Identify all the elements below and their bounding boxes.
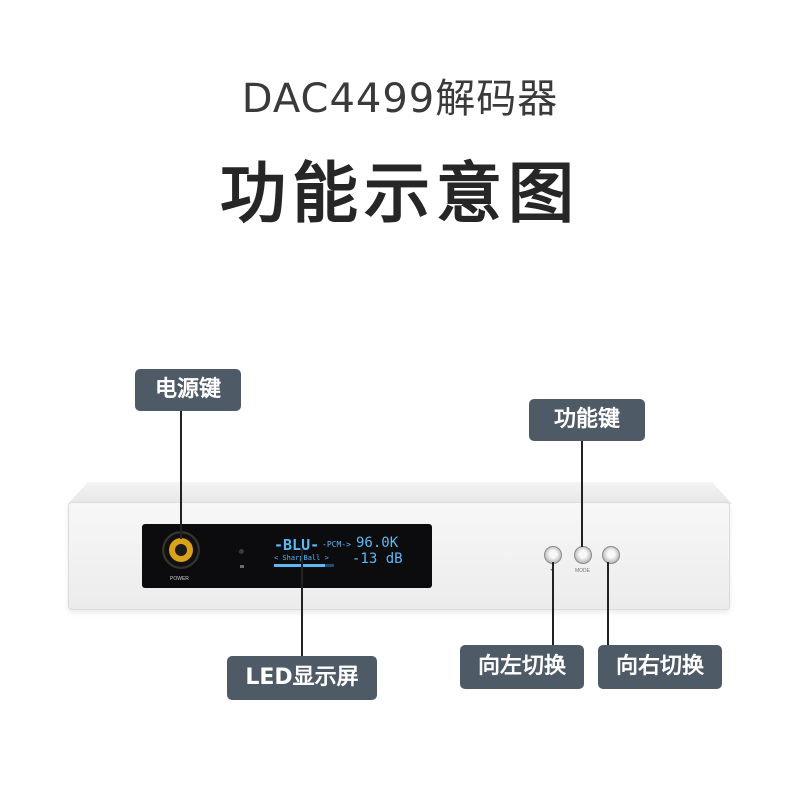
- page-title: 功能示意图: [220, 155, 580, 232]
- callout-function: 功能键: [529, 399, 645, 441]
- led-leader-line: [301, 548, 303, 656]
- mode-button[interactable]: [574, 546, 592, 564]
- power-label: POWER: [170, 576, 189, 582]
- product-subtitle: DAC4499解码器: [241, 76, 559, 122]
- callout-power: 电源键: [135, 369, 241, 411]
- chassis-top: [68, 482, 732, 504]
- left-leader-line: [552, 562, 554, 645]
- function-leader-line: [581, 441, 583, 547]
- indicator-icon: [240, 565, 244, 568]
- lcd-volume-bar: [274, 564, 334, 567]
- power-icon: [175, 544, 187, 556]
- lcd-format: -PCM->: [322, 540, 351, 549]
- lcd-volume-bar-fill: [274, 564, 325, 567]
- ir-receiver-icon: [239, 549, 244, 554]
- power-leader-line: [180, 411, 182, 539]
- callout-left: 向左切换: [460, 645, 584, 689]
- lcd-input-source: -BLU-: [274, 536, 320, 554]
- mode-caption: MODE: [575, 568, 590, 574]
- callout-right: 向右切换: [598, 645, 722, 689]
- callout-led: LED显示屏: [227, 656, 377, 700]
- left-arrow-icon: ◂: [550, 567, 553, 573]
- right-leader-line: [607, 562, 609, 645]
- lcd-sample-rate: 96.0K: [356, 535, 399, 551]
- lcd-volume: -13 dB: [352, 551, 403, 567]
- right-switch-button[interactable]: [602, 546, 620, 564]
